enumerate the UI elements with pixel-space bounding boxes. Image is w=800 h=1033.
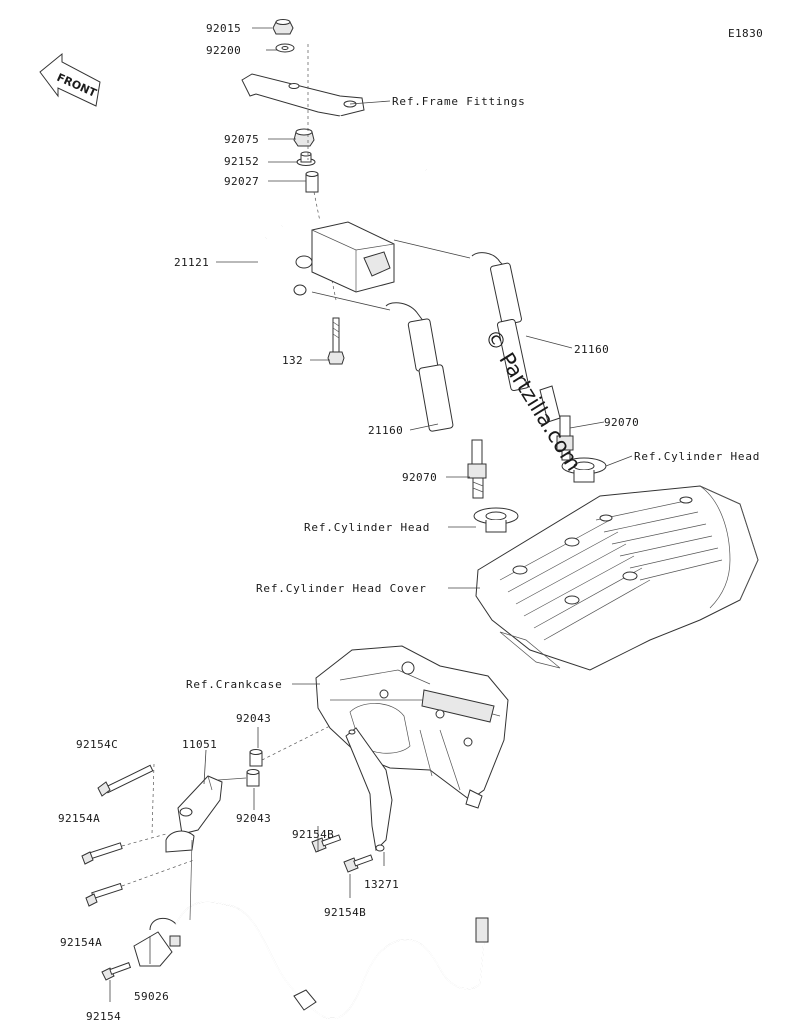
label-ref-cylinder-head-cover: Ref.Cylinder Head Cover <box>256 582 427 595</box>
bolt-92154-icon <box>101 962 132 981</box>
label-21160-right: 21160 <box>574 343 609 356</box>
label-92154C: 92154C <box>76 738 118 751</box>
label-92154A-top: 92154A <box>58 812 100 825</box>
bolt-92154C-icon <box>97 764 154 797</box>
bolt-92154B-top-icon <box>311 834 342 853</box>
plug-seat-left-icon <box>473 507 519 533</box>
label-ref-frame-fittings: Ref.Frame Fittings <box>392 95 526 108</box>
label-92154B-bottom: 92154B <box>324 906 366 919</box>
label-92043-top: 92043 <box>236 712 271 725</box>
sensor-59026-icon <box>133 917 181 967</box>
label-92015: 92015 <box>206 22 241 35</box>
bolt-92154B-bottom-icon <box>343 854 374 873</box>
label-ref-cylinder-head-right: Ref.Cylinder Head <box>634 450 760 463</box>
dowel-92043-top-icon <box>249 749 263 767</box>
washer-92200-icon <box>275 43 295 53</box>
bolt-132-icon <box>327 317 345 365</box>
label-92152: 92152 <box>224 155 259 168</box>
plug-seat-right-icon <box>561 457 607 483</box>
label-92070-left: 92070 <box>402 471 437 484</box>
label-21121: 21121 <box>174 256 209 269</box>
label-92070-right: 92070 <box>604 416 639 429</box>
nut-92015-icon <box>272 19 294 35</box>
ignition-coil-21121-icon <box>252 219 395 296</box>
label-92075: 92075 <box>224 133 259 146</box>
spark-plug-left-92070-icon <box>467 439 487 499</box>
grommet-92075-icon <box>293 128 315 147</box>
plug-cap-right-21160-icon <box>471 252 561 423</box>
crankcase-icon <box>315 645 509 809</box>
bolt-92154A-top-icon <box>81 842 123 865</box>
label-ref-crankcase: Ref.Crankcase <box>186 678 283 691</box>
dowel-92043-bottom-icon <box>246 769 260 787</box>
label-59026: 59026 <box>134 990 169 1003</box>
label-92043-bottom: 92043 <box>236 812 271 825</box>
cover-13271-icon <box>345 727 393 852</box>
label-92200: 92200 <box>206 44 241 57</box>
label-13271: 13271 <box>364 878 399 891</box>
label-92154: 92154 <box>86 1010 121 1023</box>
wire-harness-icon <box>175 839 489 1020</box>
plug-cap-left-21160-icon <box>385 302 454 432</box>
cylinder-head-cover-icon <box>475 485 759 671</box>
diagram-code: E1830 <box>728 27 763 40</box>
leader-lines <box>109 27 633 1002</box>
label-21160-left: 21160 <box>368 424 403 437</box>
collar-92152-icon <box>296 151 316 166</box>
label-92154A-bottom: 92154A <box>60 936 102 949</box>
label-ref-cylinder-head-left: Ref.Cylinder Head <box>304 521 430 534</box>
label-92154B-top: 92154B <box>292 828 334 841</box>
frame-bracket-icon <box>241 73 427 171</box>
front-arrow-icon: FRONT <box>39 52 101 107</box>
label-132: 132 <box>282 354 303 367</box>
label-92027: 92027 <box>224 175 259 188</box>
spark-plug-right-92070-icon <box>556 415 574 461</box>
label-11051: 11051 <box>182 738 217 751</box>
collar-92027-icon <box>305 171 319 193</box>
pickup-housing-11051-icon <box>165 775 223 853</box>
bolt-92154A-bottom-icon <box>85 882 123 907</box>
